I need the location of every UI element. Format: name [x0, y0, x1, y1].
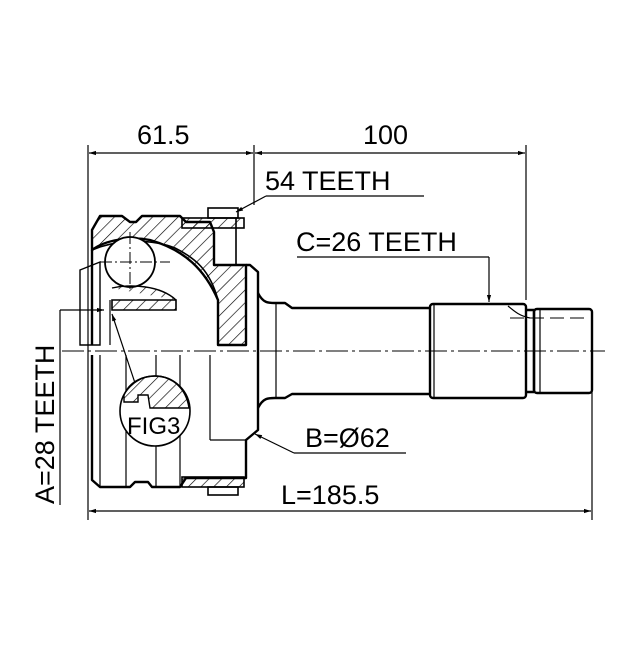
- dimension-shaft-length: 100: [363, 120, 409, 150]
- ball-and-race: [79, 232, 177, 346]
- abs-ring-top: [181, 207, 245, 265]
- dimension-lines: [89, 150, 591, 514]
- fig3-label: FIG3: [127, 413, 181, 440]
- extension-lines: [87, 145, 593, 520]
- shaft: [256, 292, 594, 409]
- callout-abs-teeth: 54 TEETH: [265, 166, 391, 196]
- callout-inner-spline: A=28 TEETH: [30, 344, 60, 504]
- callout-seal-diameter: B=Ø62: [305, 423, 390, 453]
- dimension-housing-length: 61.5: [137, 120, 190, 150]
- leader-lines: [59, 195, 492, 505]
- dimension-total-length: L=185.5: [281, 480, 380, 510]
- abs-ring-bottom: [181, 476, 245, 496]
- fig3-detail: [119, 375, 191, 447]
- callout-outer-spline: C=26 TEETH: [296, 227, 457, 257]
